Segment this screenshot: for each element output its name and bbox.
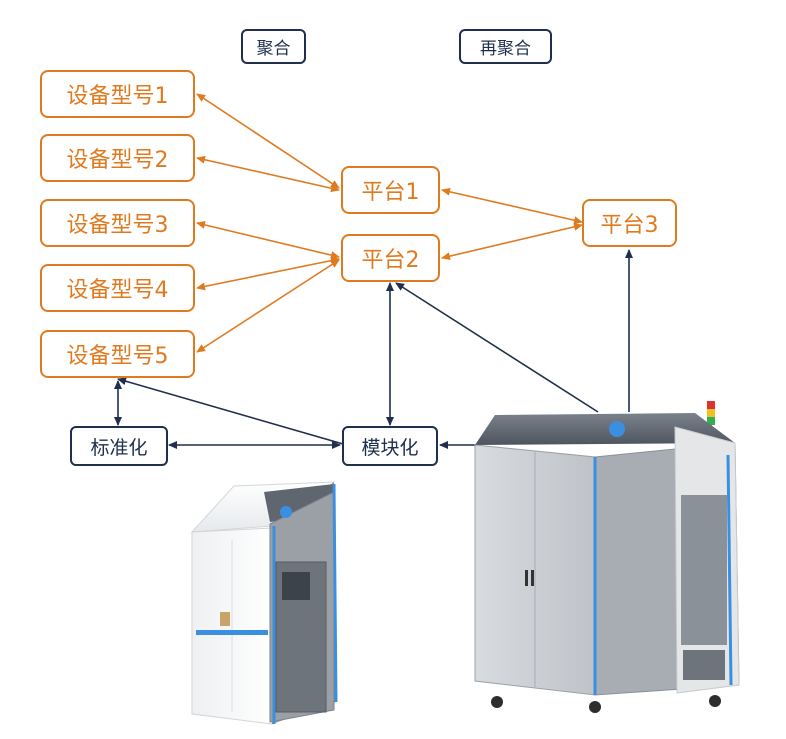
arrow-device2-platform1: [196, 155, 340, 193]
platform-3: 平台3: [582, 199, 677, 247]
arrow-platform2-platform3: [441, 222, 583, 261]
standardize-node: 标准化: [70, 426, 168, 466]
device-model-4: 设备型号4: [40, 264, 195, 312]
platform-2: 平台2: [341, 234, 440, 282]
device-model-1: 设备型号1: [40, 70, 195, 118]
arrow-machine-platform2: [395, 282, 599, 413]
small-machine-image: [190, 481, 338, 725]
platform-1: 平台1: [341, 166, 440, 214]
device-model-2: 设备型号2: [40, 134, 195, 182]
reaggregate-label: 再聚合: [459, 29, 552, 64]
aggregate-label: 聚合: [241, 29, 306, 64]
device-model-3: 设备型号3: [40, 199, 195, 247]
arrow-device5-modularize: [117, 377, 344, 445]
arrow-device5-platform2: [196, 259, 340, 353]
device-model-5: 设备型号5: [40, 330, 195, 378]
arrow-platform1-platform3: [441, 187, 583, 225]
modularize-node: 模块化: [342, 426, 438, 466]
arrow-device3-platform2: [196, 220, 340, 260]
large-machine-image: [474, 401, 740, 713]
